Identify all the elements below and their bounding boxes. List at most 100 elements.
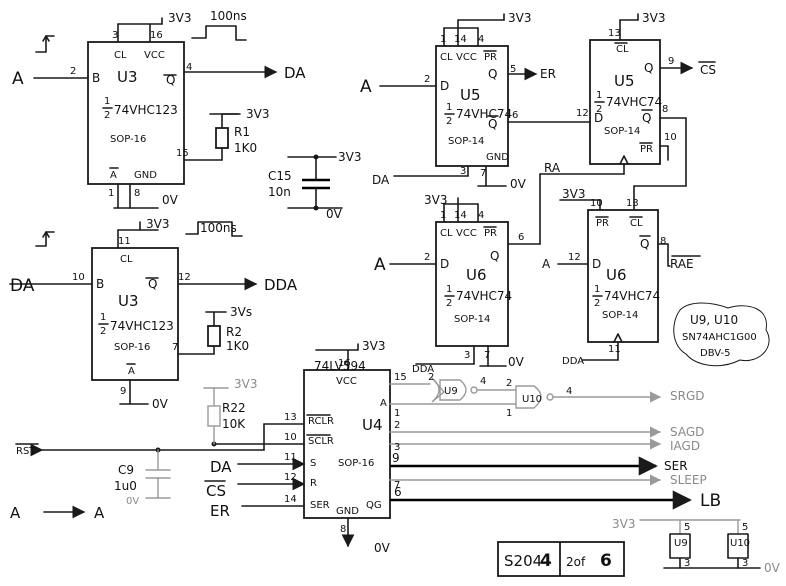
svg-text:0V: 0V xyxy=(510,177,527,191)
r1-ref: R1 xyxy=(234,125,250,139)
svg-text:3: 3 xyxy=(742,558,748,569)
svg-text:RCLR: RCLR xyxy=(308,416,334,427)
u6b-clk-dda: DDA xyxy=(562,356,584,367)
svg-text:2: 2 xyxy=(424,252,430,263)
u5b-ref: U5 xyxy=(614,72,635,90)
svg-text:13: 13 xyxy=(284,412,297,423)
u6a-clk-dda: DDA xyxy=(412,364,434,375)
u5a-package: SOP-14 xyxy=(448,136,484,147)
c9-value: 1u0 xyxy=(114,479,137,493)
r22-value: 10K xyxy=(222,417,246,431)
u3b-part: 74VHC123 xyxy=(110,319,174,333)
svg-text:2: 2 xyxy=(428,372,434,383)
svg-text:VCC: VCC xyxy=(456,228,477,239)
svg-text:VCC: VCC xyxy=(144,50,165,61)
svg-text:12: 12 xyxy=(568,252,581,263)
svg-text:10: 10 xyxy=(284,432,297,443)
sheet-total: 6 xyxy=(600,551,612,571)
svg-text:S: S xyxy=(310,458,316,469)
svg-text:PR: PR xyxy=(484,52,497,63)
u5b-package: SOP-14 xyxy=(604,126,640,137)
out-iagd: IAGD xyxy=(670,439,700,453)
u3a-vcc-rail: 3V3 xyxy=(168,11,191,25)
svg-text:2: 2 xyxy=(446,298,452,309)
u3a-part: 74VHC123 xyxy=(114,103,178,117)
svg-text:3: 3 xyxy=(394,442,400,453)
svg-text:4: 4 xyxy=(566,386,572,397)
svg-text:3Vs: 3Vs xyxy=(230,305,252,319)
svg-text:CL: CL xyxy=(630,218,643,229)
u3b-pulse-width: 100ns xyxy=(200,221,237,235)
svg-text:8: 8 xyxy=(662,104,668,115)
svg-text:4: 4 xyxy=(480,376,486,387)
u4-part: 74LV594 xyxy=(314,359,366,373)
svg-text:0V: 0V xyxy=(764,561,781,575)
svg-text:3: 3 xyxy=(460,166,466,177)
svg-text:D: D xyxy=(440,79,449,93)
svg-text:A: A xyxy=(128,366,135,377)
svg-text:14: 14 xyxy=(284,494,297,505)
svg-text:Q: Q xyxy=(642,111,651,125)
out-srgd: SRGD xyxy=(670,389,705,403)
svg-text:3V3: 3V3 xyxy=(642,11,665,25)
u5a-input-a: A xyxy=(360,77,372,97)
out-sagd: SAGD xyxy=(670,425,704,439)
svg-text:CL: CL xyxy=(440,228,453,239)
svg-text:15: 15 xyxy=(176,148,189,159)
svg-text:3: 3 xyxy=(684,558,690,569)
svg-text:1: 1 xyxy=(440,210,446,221)
rst-label: RST xyxy=(16,446,36,457)
svg-text:0V: 0V xyxy=(508,355,525,369)
svg-text:GND: GND xyxy=(336,506,359,517)
reset-network: RST 3V3 R22 10K C9 1u0 0V xyxy=(15,377,265,507)
svg-text:Q: Q xyxy=(490,249,499,263)
r1-value: 1K0 xyxy=(234,141,257,155)
u3a-block: 100ns 3V3 3 16 CL VCC A 2 B U3 4 Q DA 1 … xyxy=(12,9,306,209)
svg-text:GND: GND xyxy=(486,152,509,163)
svg-text:5: 5 xyxy=(684,522,690,533)
u3a-ref: U3 xyxy=(117,68,138,86)
svg-text:SER: SER xyxy=(310,500,330,511)
svg-text:PR: PR xyxy=(596,218,609,229)
svg-text:16: 16 xyxy=(150,30,163,41)
svg-text:0V: 0V xyxy=(126,496,139,507)
svg-text:6: 6 xyxy=(518,232,524,243)
u5b-part: 74VHC74 xyxy=(606,95,662,109)
svg-text:VCC: VCC xyxy=(456,52,477,63)
svg-text:A: A xyxy=(380,398,387,409)
u6a-ref: U6 xyxy=(466,266,487,284)
a-dest: A xyxy=(94,504,105,522)
svg-text:3V3: 3V3 xyxy=(234,377,257,391)
svg-text:U9: U9 xyxy=(444,386,458,397)
a-source: A xyxy=(10,504,21,522)
c15-block: 3V3 C15 10n 0V xyxy=(268,150,361,221)
svg-text:1: 1 xyxy=(506,408,512,419)
svg-text:CL: CL xyxy=(120,254,133,265)
svg-text:7: 7 xyxy=(480,168,486,179)
svg-text:CL: CL xyxy=(114,50,127,61)
u5b-block: 3V3 13 CL Q 9 CS U5 1 2 74VHC74 12 D Q 8… xyxy=(539,11,716,245)
u4-input-cs: CS xyxy=(206,482,226,500)
svg-text:9: 9 xyxy=(120,386,126,397)
svg-text:10: 10 xyxy=(590,198,603,209)
svg-text:8: 8 xyxy=(660,236,666,247)
u3a-pulse-width: 100ns xyxy=(210,9,247,23)
svg-text:VCC: VCC xyxy=(336,376,357,387)
svg-text:3V3: 3V3 xyxy=(508,11,531,25)
svg-text:9: 9 xyxy=(392,451,400,465)
svg-text:1: 1 xyxy=(594,284,600,295)
svg-text:Q: Q xyxy=(644,61,653,75)
svg-text:4: 4 xyxy=(478,210,484,221)
svg-text:U9: U9 xyxy=(674,538,688,549)
svg-text:Q: Q xyxy=(488,67,497,81)
svg-text:6: 6 xyxy=(394,485,402,499)
svg-text:D: D xyxy=(592,257,601,271)
u6b-input-a: A xyxy=(542,257,551,271)
out-lb: LB xyxy=(700,491,721,511)
svg-text:2: 2 xyxy=(506,378,512,389)
svg-text:10: 10 xyxy=(664,132,677,143)
svg-text:2: 2 xyxy=(596,104,602,115)
u4-ref: U4 xyxy=(362,416,383,434)
u4-package: SOP-16 xyxy=(338,458,374,469)
